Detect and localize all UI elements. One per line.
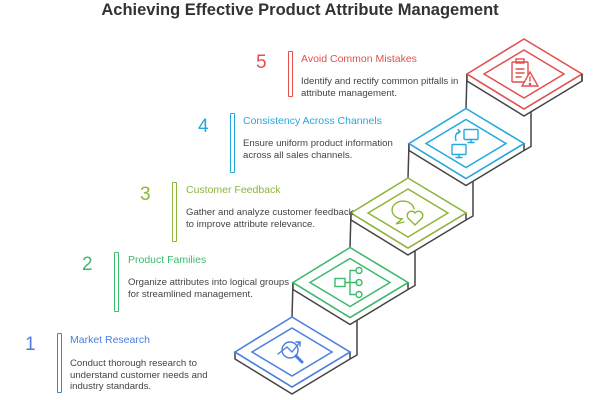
monitors-sync-icon [451,128,479,159]
step-title: Consistency Across Channels [243,115,382,127]
step-number: 1 [25,334,36,355]
chart-magnifier-icon [277,341,304,364]
step-title: Customer Feedback [186,184,281,196]
riser-side-line [407,251,416,291]
step-description: Conduct thorough research to understand … [70,358,208,393]
step-4-platform [407,107,526,180]
step-description: Identify and rectify common pitfalls in … [301,76,459,99]
step-number: 5 [256,52,267,73]
diagram-title: Achieving Effective Product Attribute Ma… [101,1,499,19]
hierarchy-icon [334,266,363,299]
step-title: Avoid Common Mistakes [301,53,417,65]
step-number: 4 [198,116,209,137]
chat-heart-icon [391,200,424,226]
step-inner-diamond [366,188,450,238]
step-inner-diamond [482,49,566,99]
step-accent-bar [57,333,62,393]
step-accent-bar [230,113,235,173]
step-inner-diamond [424,118,508,169]
clipboard-warning-icon [511,58,540,87]
riser-side-line [523,112,532,152]
riser-side-line [465,181,474,221]
step-title: Product Families [128,254,207,266]
step-accent-bar [288,51,293,97]
step-description: Organize attributes into logical groups … [128,277,290,300]
step-title: Market Research [70,334,150,346]
step-description: Gather and analyze customer feedback to … [186,207,354,230]
step-description: Ensure uniform product information acros… [243,138,393,161]
step-inner-diamond [250,327,334,377]
step-number: 3 [140,184,151,205]
step-inner-diamond [308,257,392,308]
riser-side-line [349,320,358,360]
step-accent-bar [114,252,119,312]
step-number: 2 [82,254,93,275]
step-accent-bar [172,182,177,242]
